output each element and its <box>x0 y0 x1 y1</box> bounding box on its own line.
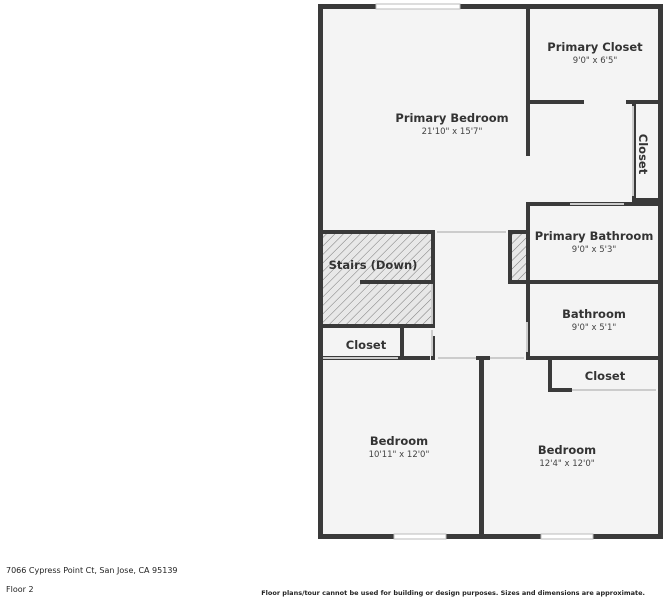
wall-stairs-inner <box>360 280 435 284</box>
wall-vcloset-bottom <box>632 198 662 202</box>
label-primary-bathroom: Primary Bathroom <box>535 229 654 243</box>
dim-primary-bathroom: 9'0" x 5'3" <box>572 245 617 255</box>
wall-closet-bottom-a <box>526 100 584 104</box>
wall-pbath-entry <box>508 230 528 234</box>
wall-left <box>318 4 323 539</box>
disclaimer-text: Floor plans/tour cannot be used for buil… <box>261 589 645 597</box>
label-bedroom-left: Bedroom <box>370 434 428 448</box>
wall-pbath-entry-side <box>508 230 512 284</box>
wall-closet-left-right <box>400 326 404 360</box>
label-closet-vertical: Closet <box>636 134 650 175</box>
wall-closet-left <box>526 6 530 156</box>
window-top <box>375 3 461 10</box>
wall-bath-bottom <box>526 356 662 360</box>
wall-pbath-bottom <box>510 280 662 284</box>
label-closet-left: Closet <box>346 338 387 352</box>
wall-rcloset-left <box>548 358 552 392</box>
door-lines <box>323 106 656 391</box>
wall-stairs-bottom <box>320 324 435 328</box>
window-bottom-right <box>540 533 594 540</box>
dim-primary-closet: 9'0" x 6'5" <box>573 56 618 66</box>
stairs-divider-hatch <box>512 232 526 280</box>
label-bedroom-right: Bedroom <box>538 443 596 457</box>
label-primary-closet: Primary Closet <box>547 40 643 54</box>
window-bottom-left <box>393 533 447 540</box>
windows <box>375 3 594 540</box>
walls <box>318 4 663 539</box>
wall-closet-bottom-b <box>626 100 662 104</box>
label-bathroom: Bathroom <box>562 307 626 321</box>
dim-primary-bedroom: 21'10" x 15'7" <box>422 127 483 137</box>
label-closet-right: Closet <box>585 369 626 383</box>
wall-stairs-right <box>431 230 435 280</box>
dim-bedroom-left: 10'11" x 12'0" <box>369 450 430 460</box>
address-text: 7066 Cypress Point Ct, San Jose, CA 9513… <box>6 566 178 575</box>
wall-bath-left <box>526 282 530 358</box>
dim-bedroom-right: 12'4" x 12'0" <box>539 459 594 469</box>
wall-bed-divider <box>479 356 484 536</box>
wall-pbath-left <box>526 202 530 282</box>
wall-hall-top <box>320 230 435 234</box>
wall-bottom <box>318 534 663 539</box>
stairs-cover <box>322 233 433 283</box>
dim-bathroom: 9'0" x 5'1" <box>572 323 617 333</box>
label-stairs: Stairs (Down) <box>329 258 418 272</box>
wall-top <box>318 4 663 9</box>
wall-right <box>658 4 663 539</box>
wall-rcloset-bottom <box>548 388 572 392</box>
label-primary-bedroom: Primary Bedroom <box>395 111 508 125</box>
floor-label: Floor 2 <box>6 585 34 594</box>
